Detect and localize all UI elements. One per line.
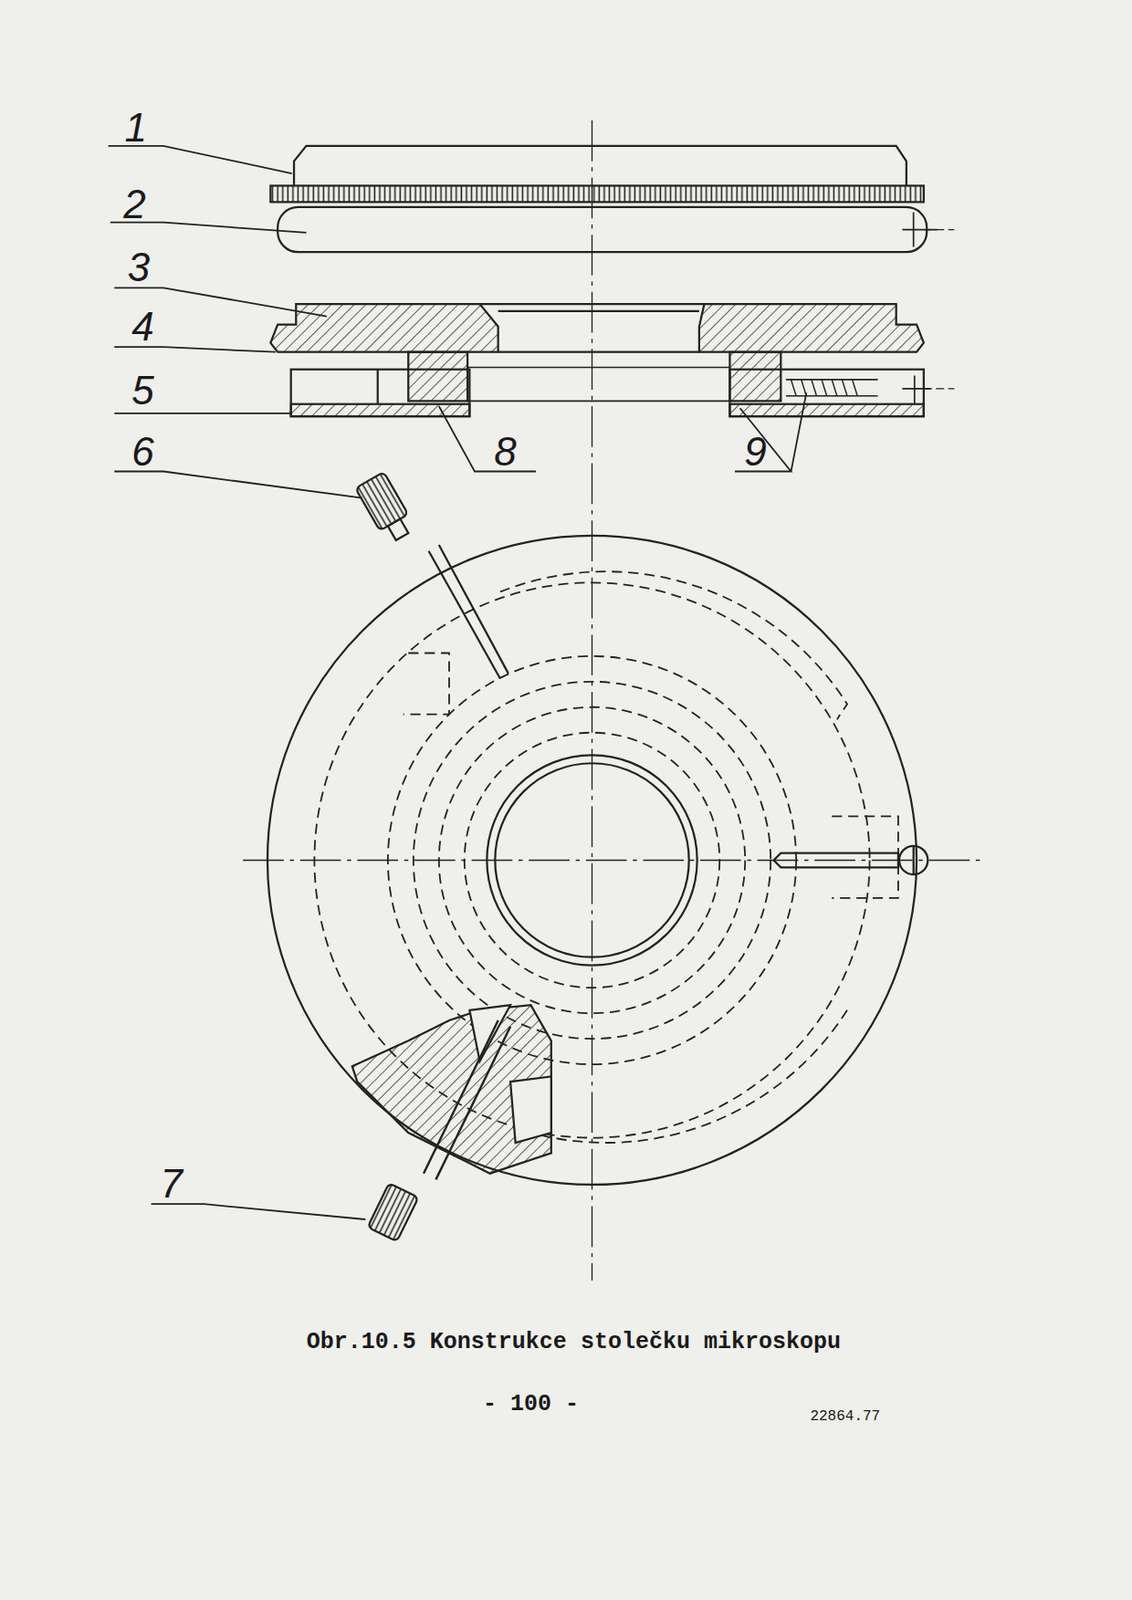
page-number: - 100 - — [482, 1393, 579, 1416]
callout-number: 5 — [131, 370, 154, 411]
callout-number: 1 — [124, 107, 147, 148]
callout-number: 7 — [160, 1163, 183, 1205]
figure-caption: Obr.10.5 Konstrukce stolečku mikroskopu — [306, 1331, 841, 1354]
callout-number: 8 — [493, 431, 516, 472]
callout-number: 6 — [131, 431, 154, 472]
callout-number: 9 — [744, 431, 766, 472]
section-view — [270, 120, 954, 1281]
print-stamp: 22864.77 — [809, 1409, 881, 1425]
callout-number: 2 — [123, 184, 146, 225]
leader-lines — [108, 146, 808, 1220]
callout-number: 4 — [131, 306, 154, 347]
callout-number: 3 — [127, 247, 150, 288]
plan-view — [242, 471, 986, 1242]
